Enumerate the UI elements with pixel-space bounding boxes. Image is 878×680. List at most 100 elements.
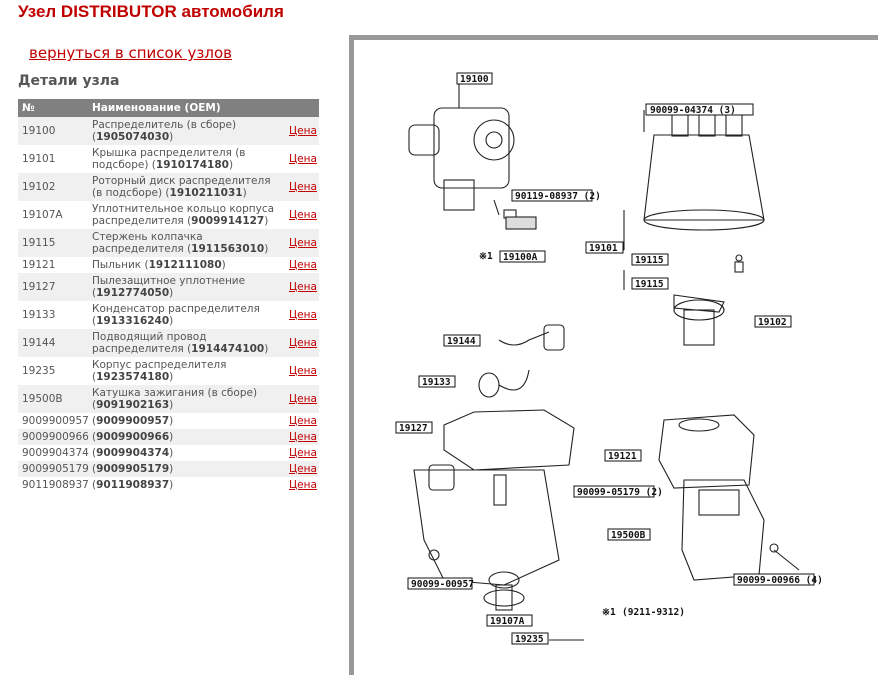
price-link[interactable]: Цена [289,463,317,475]
part-name-cell: (9009900957) [88,413,285,429]
price-cell: Цена [285,357,319,385]
price-link[interactable]: Цена [289,393,317,405]
part-number-cell: 19107A [18,201,88,229]
table-row: 9009904374(9009904374)Цена [18,445,319,461]
part-name: Конденсатор распределителя [92,303,260,315]
callout-90099-00966: 90099-00966 (4) [737,575,823,586]
price-cell: Цена [285,201,319,229]
part-name: Роторный диск распределителя (в подсборе… [92,175,271,199]
part-name: Пылезащитное уплотнение [92,275,246,287]
price-link[interactable]: Цена [289,281,317,293]
price-link[interactable]: Цена [289,447,317,459]
part-number-cell: 19133 [18,301,88,329]
part-name-cell: Пылезащитное уплотнение (1912774050) [88,273,285,301]
callout-19107A: 19107A [490,616,525,627]
footnote-mark-1: ※1 [602,607,616,618]
callout-labels: 19100 90099-04374 (3) 90119-08937 (2) ※1… [395,72,823,645]
callout-19100A: 19100A [503,252,538,263]
parts-diagram: 19100 90099-04374 (3) 90119-08937 (2) ※1… [349,35,878,675]
price-cell: Цена [285,429,319,445]
price-link[interactable]: Цена [289,237,317,249]
price-cell: Цена [285,117,319,145]
oem-code: 9009900966 [96,431,170,443]
part-number-cell: 19100 [18,117,88,145]
callout-90099-04374: 90099-04374 (3) [650,105,736,116]
part-number-cell: 9009900957 [18,413,89,429]
price-link[interactable]: Цена [289,309,317,321]
callout-19100: 19100 [460,74,489,85]
price-link[interactable]: Цена [289,181,317,193]
table-row: 9011908937(9011908937) Цена [18,477,319,493]
oem-code: 1910211031 [169,187,243,199]
distributor-housing-drawing [413,464,560,611]
oem-code: 1923574180 [96,371,170,383]
page-title: Узел DISTRIBUTOR автомобиля [18,2,284,21]
callout-90099-05179: 90099-05179 (2) [577,487,663,498]
part-name-cell: Пыльник (1912111080) [88,257,285,273]
part-name-cell: (9009905179) [88,461,285,477]
price-link[interactable]: Цена [289,259,317,271]
table-row: 9009900966(9009900966) Цена [18,429,319,445]
part-name-cell: (9009904374) [88,445,285,461]
part-name: Корпус распределителя [92,359,227,371]
price-link[interactable]: Цена [289,479,317,491]
part-name-cell: Роторный диск распределителя (в подсборе… [88,173,285,201]
callout-19500B: 19500B [611,530,646,541]
price-link[interactable]: Цена [289,125,317,137]
price-link[interactable]: Цена [289,365,317,377]
callout-19102: 19102 [758,317,787,328]
footnote-range: (9211-9312) [622,607,685,618]
price-cell: Цена [285,173,319,201]
part-number-cell: 19115 [18,229,88,257]
part-name-cell: (9011908937) [88,477,285,493]
callout-19144: 19144 [447,336,476,347]
part-name: Стержень колпачка распределителя [92,231,203,255]
oem-code: 9009905179 [96,463,170,475]
part-number-cell: 19121 [18,257,88,273]
parts-table-header: № Наименование (OEM) [18,99,319,117]
price-cell: Цена [285,385,319,413]
part-name-cell: Корпус распределителя (1923574180) [88,357,285,385]
oem-code: 1912111080 [148,259,222,271]
part-name: Катушка зажигания (в сборе) [92,387,258,399]
part-name: Уплотнительное кольцо корпуса распредели… [92,203,275,227]
callout-mark-1: ※1 [479,251,493,262]
table-row: 9009900957(9009900957) Цена [18,413,319,429]
oem-code: 1913316240 [96,315,170,327]
callout-90119-08937: 90119-08937 (2) [515,191,601,202]
distributor-cap-drawing [643,110,765,231]
price-link[interactable]: Цена [289,209,317,221]
price-cell: Цена [285,461,319,477]
oem-code: 1911563010 [191,243,265,255]
price-cell: Цена [285,257,319,273]
part-name-cell: (9009900966) [88,429,285,445]
part-number-cell: 9009905179 [18,461,89,477]
dust-cover-drawing [658,414,755,489]
price-link[interactable]: Цена [289,415,317,427]
column-header-price [285,99,319,117]
part-name-cell: Уплотнительное кольцо корпуса распредели… [88,201,285,229]
part-name-cell: Катушка зажигания (в сборе) (9091902163) [88,385,285,413]
price-link[interactable]: Цена [289,431,317,443]
price-link[interactable]: Цена [289,337,317,349]
part-name-cell: Распределитель (в сборе) (1905074030) [88,117,285,145]
back-to-list-link[interactable]: вернуться в список узлов [29,44,233,62]
part-number-cell: 19127 [18,273,88,301]
part-name: Распределитель (в сборе) [92,119,237,131]
price-link[interactable]: Цена [289,153,317,165]
part-name-cell: Крышка распределителя (в подсборе) (1910… [88,145,285,173]
oem-code: 9011908937 [96,479,170,491]
oem-code: 1912774050 [96,287,170,299]
part-name-cell: Подводящий провод распределителя (191447… [88,329,285,357]
table-row: 9009905179(9009905179) Цена [18,461,319,477]
